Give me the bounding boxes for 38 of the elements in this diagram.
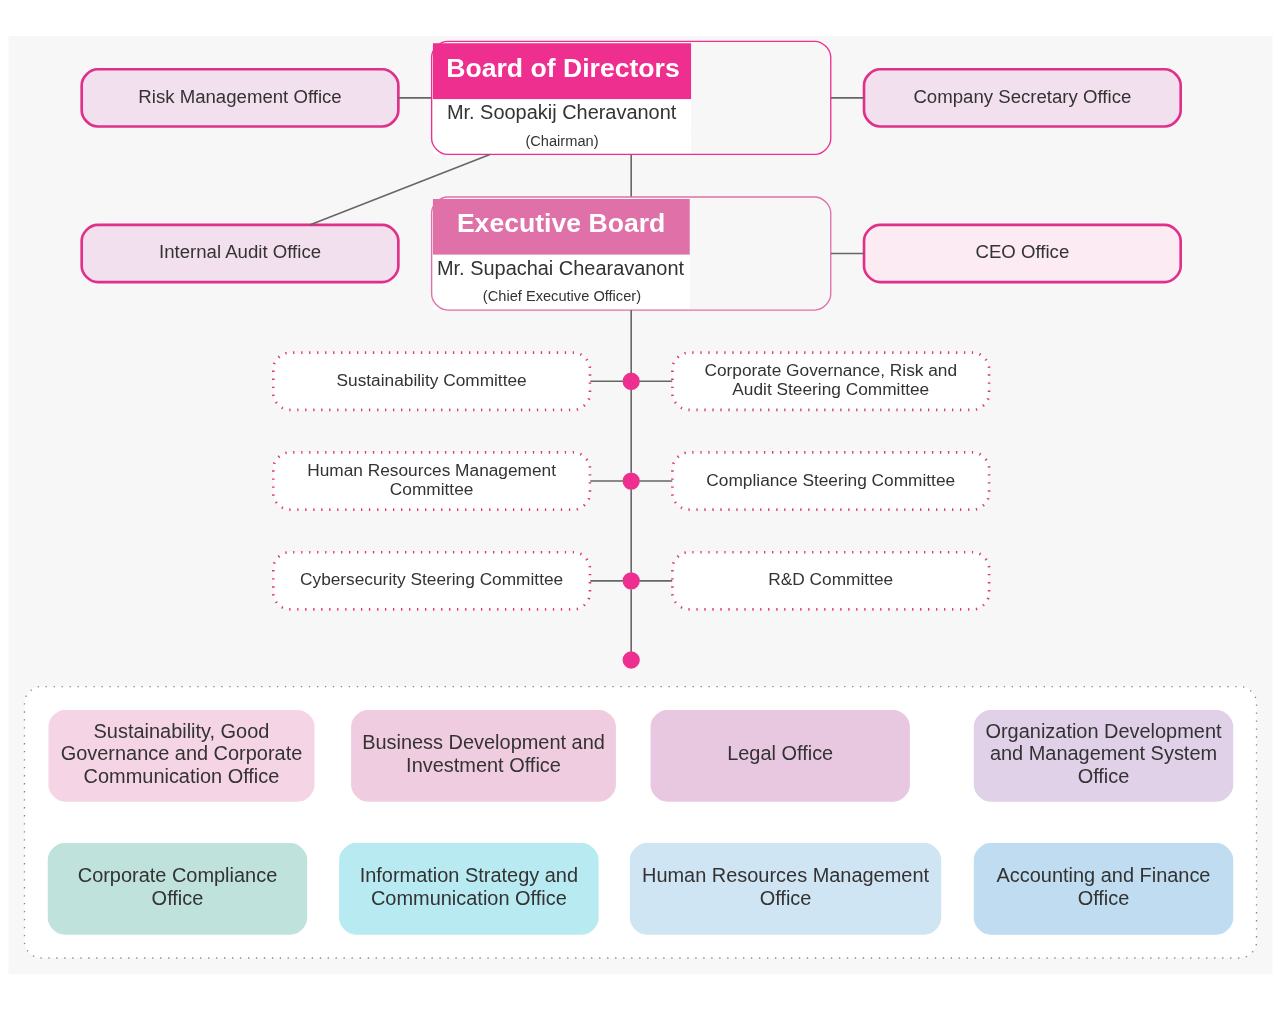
connector — [309, 153, 491, 226]
node-box: Sustainability Committee — [271, 350, 592, 411]
connector — [397, 96, 433, 99]
connector — [638, 579, 674, 582]
node-box: Information Strategy and Communication Office — [339, 842, 599, 935]
connector — [638, 379, 674, 382]
connector — [830, 252, 865, 254]
connector — [589, 379, 624, 382]
connector — [589, 479, 624, 482]
connector — [630, 308, 632, 374]
node-box: CEO Office — [862, 223, 1182, 283]
connector — [830, 96, 865, 99]
node-box: Legal Office — [650, 709, 910, 802]
connector — [638, 479, 674, 482]
connector — [630, 587, 632, 653]
node-circle — [622, 650, 640, 669]
connector — [589, 579, 624, 582]
connector — [630, 388, 632, 474]
node-box: R&D Committee — [671, 550, 991, 611]
node-circle — [622, 471, 640, 490]
node-box: Compliance Steering Committee — [671, 450, 991, 511]
node-box: Accounting and Finance Office — [973, 842, 1234, 935]
connector — [630, 488, 632, 573]
node-box: Sustainability, Good Governance and Corporate Communication Office — [48, 709, 315, 802]
node-box: Organization Development and Management System Office — [973, 709, 1234, 802]
cluster — [23, 685, 1258, 959]
node-box: Human Resources Management Office — [629, 842, 942, 935]
node-box: Risk Management Office — [80, 67, 400, 128]
node-box: Cybersecurity Steering Committee — [271, 550, 592, 611]
node-box: Human Resources Management Committee — [271, 450, 592, 511]
node-box: Company Secretary Office — [862, 67, 1182, 128]
node-box: Business Development and Investment Office — [351, 709, 616, 802]
node-box: Corporate Compliance Office — [47, 842, 308, 935]
node-box: Internal Audit Office — [80, 223, 400, 283]
node-circle — [622, 571, 640, 589]
node-circle — [622, 372, 640, 390]
connector — [630, 153, 632, 197]
node-box: Corporate Governance, Risk and Audit Steering Committee — [671, 350, 991, 411]
